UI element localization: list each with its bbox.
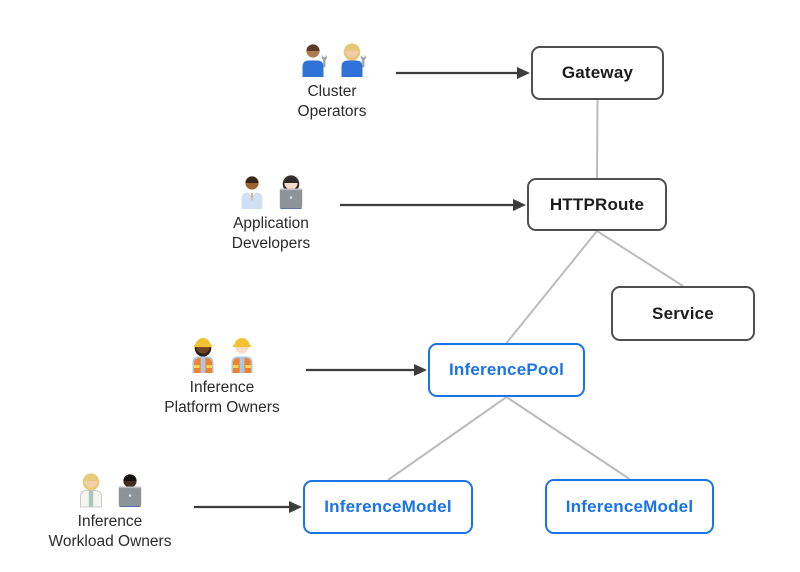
arrowhead-inference-platform-owners (414, 364, 427, 376)
node-inferencepool: InferencePool (428, 343, 585, 397)
persona-label-line: Workload Owners (48, 533, 172, 550)
persona-label-line: Application (233, 215, 309, 232)
arrowhead-cluster-operators (517, 67, 530, 79)
arrowhead-inference-workload-owners (289, 501, 302, 513)
persona-label-line: Cluster (307, 83, 357, 100)
node-inferencemodel-left: InferenceModel (303, 480, 473, 534)
node-label: InferenceModel (565, 496, 694, 516)
persona-icons (217, 38, 447, 78)
arrowhead-application-developers (513, 199, 526, 211)
persona-label-line: Operators (297, 103, 367, 120)
edge-inferencepool-inferencemodel-right (505, 396, 631, 480)
persona-icons (156, 170, 386, 210)
persona-label-line: Developers (231, 235, 311, 252)
node-label: InferencePool (448, 360, 565, 379)
man-office-worker-emoji (235, 172, 269, 210)
edge-httproute-inferencepool (505, 230, 598, 344)
node-service: Service (611, 286, 755, 341)
man-mechanic-emoji (296, 40, 330, 78)
persona-label-line: Platform Owners (164, 399, 280, 416)
node-label: InferenceModel (324, 497, 452, 516)
node-httproute: HTTPRoute (527, 178, 667, 231)
node-label: HTTPRoute (549, 194, 645, 214)
edge-inferencepool-inferencemodel-left (387, 396, 508, 481)
woman-mechanic-emoji (335, 40, 369, 78)
node-inferencemodel-right: InferenceModel (545, 479, 714, 534)
persona-label-line: Inference (77, 513, 143, 530)
persona-icons (107, 334, 337, 374)
node-label: Service (652, 303, 714, 323)
edge-gateway-httproute (596, 99, 599, 179)
health-worker-emoji (74, 470, 108, 508)
woman-construction-worker-emoji (186, 336, 220, 374)
edge-httproute-service (596, 230, 684, 287)
node-gateway: Gateway (531, 46, 664, 100)
woman-technologist-emoji (274, 172, 308, 210)
node-label: Gateway (561, 63, 634, 82)
persona-icons (0, 468, 225, 508)
persona-label-line: Inference (189, 379, 255, 396)
man-construction-worker-emoji (225, 336, 259, 374)
man-technologist-emoji (113, 470, 147, 508)
